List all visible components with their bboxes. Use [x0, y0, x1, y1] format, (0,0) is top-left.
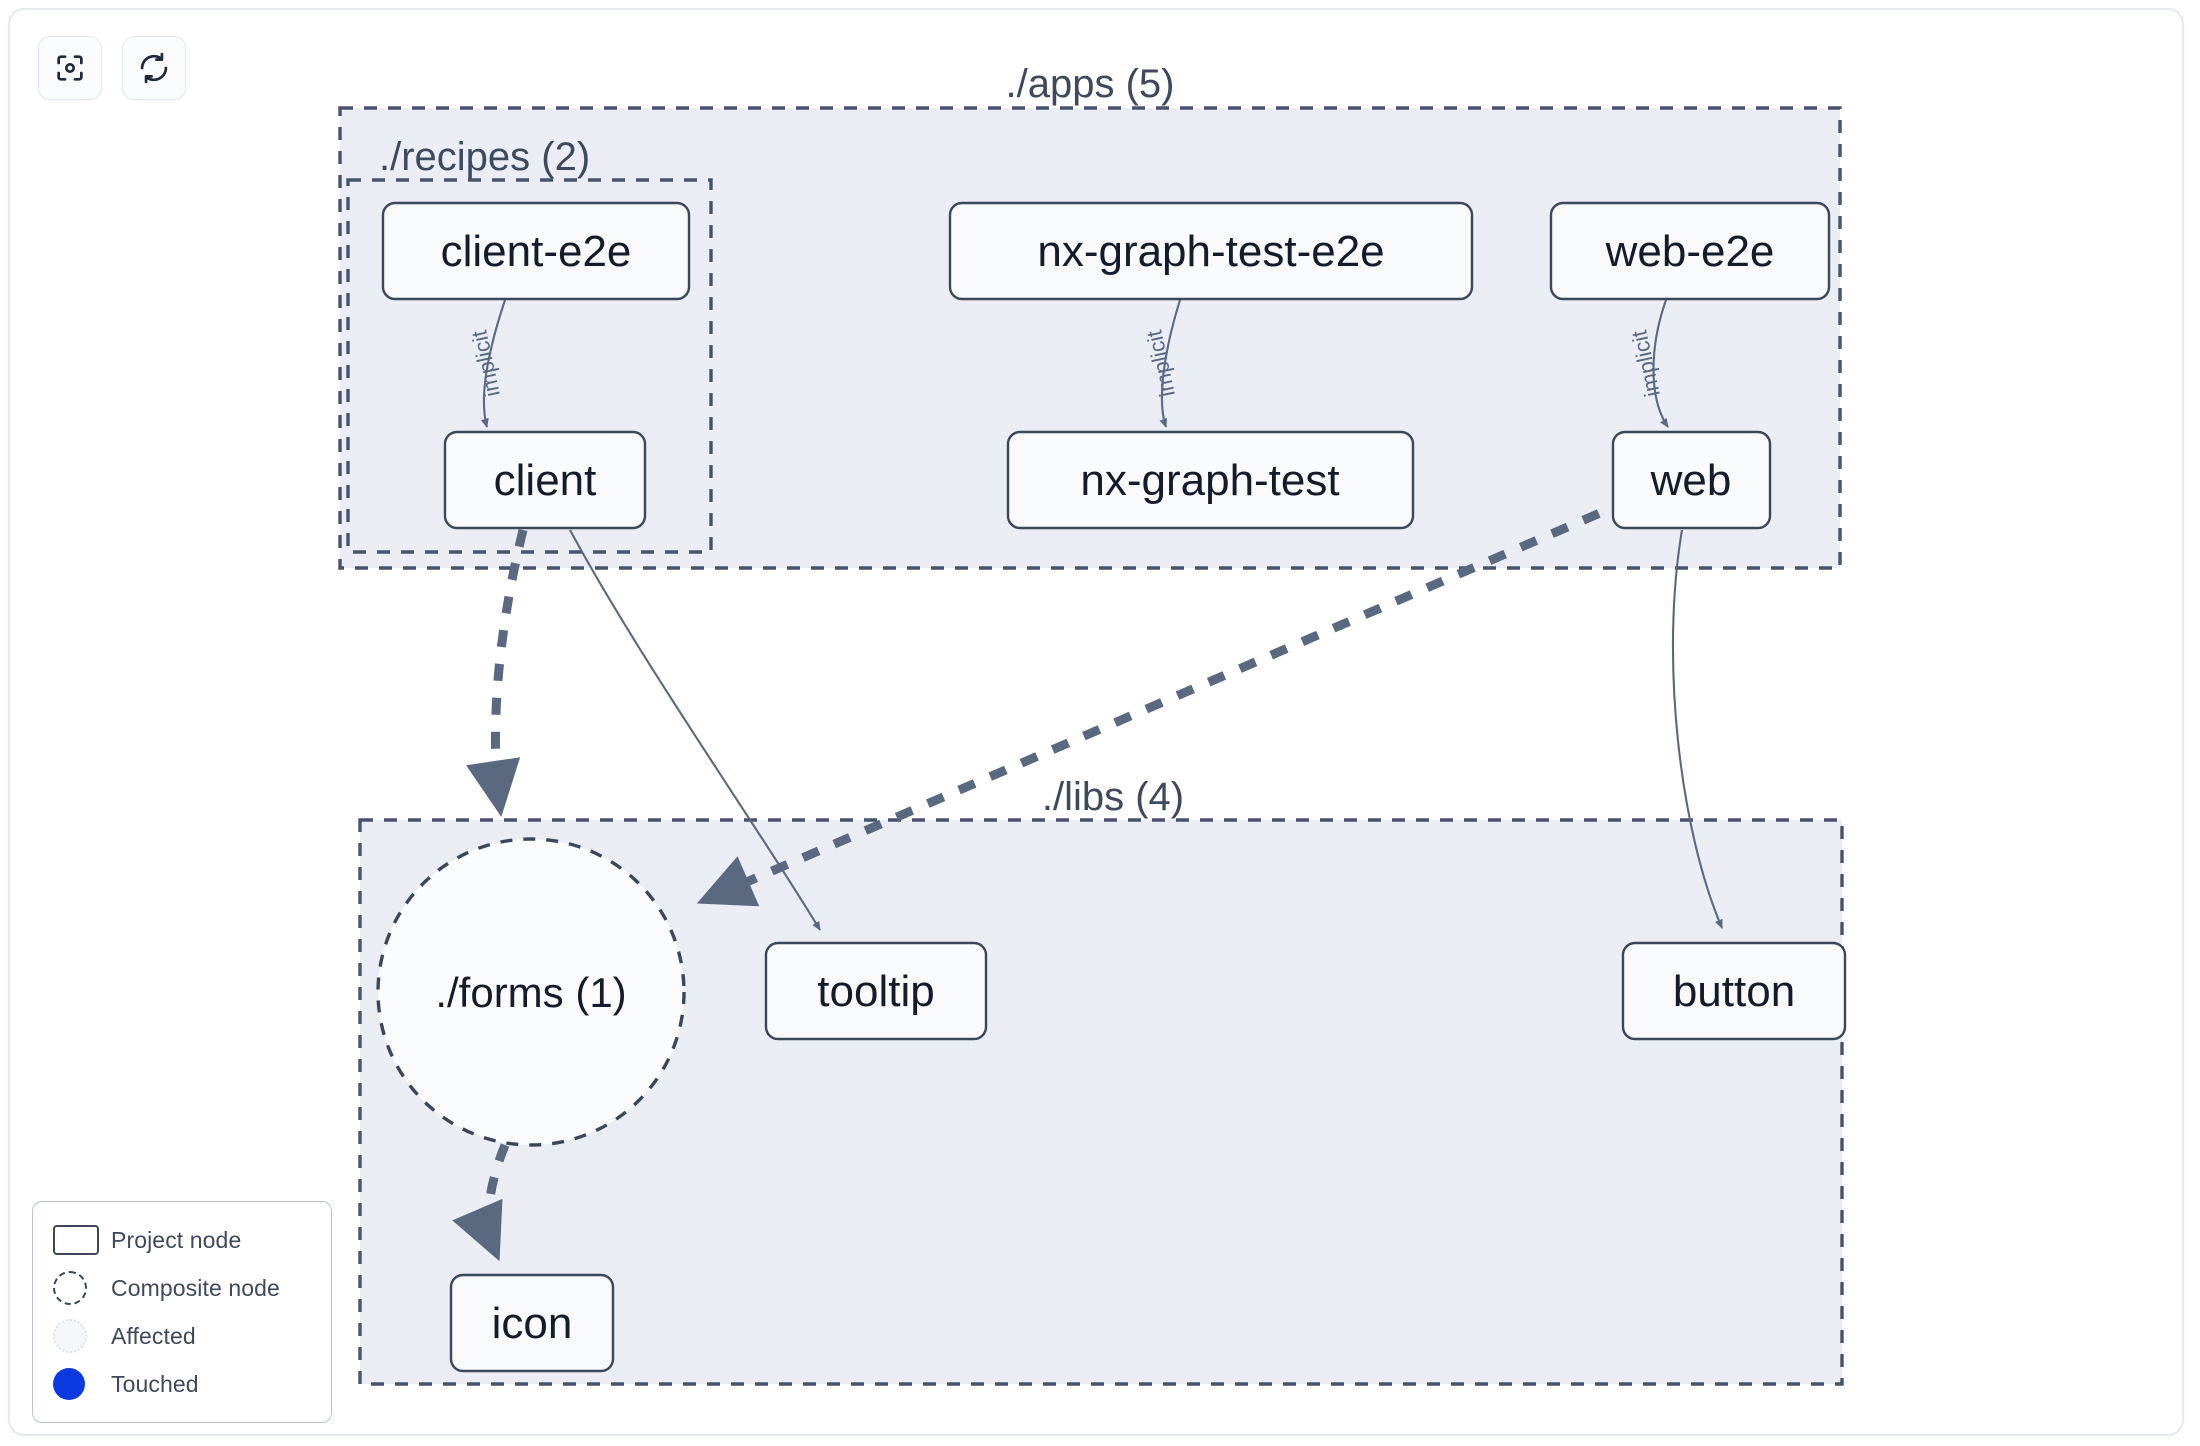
- node-label: ./forms (1): [435, 969, 626, 1016]
- node-label: client-e2e: [441, 227, 632, 276]
- edge-path: [1671, 529, 1723, 929]
- node-label: icon: [492, 1299, 573, 1348]
- node-label: client: [494, 456, 597, 505]
- edge-forms-to-icon[interactable]: [452, 1143, 510, 1262]
- node-box[interactable]: [381, 201, 691, 301]
- node-label: tooltip: [817, 967, 934, 1016]
- touched-swatch: [53, 1368, 111, 1400]
- node-box[interactable]: [443, 430, 647, 530]
- legend-item-composite-node: Composite node: [53, 1264, 313, 1312]
- node-label: web-e2e: [1605, 227, 1775, 276]
- node-label: web: [1650, 456, 1732, 505]
- affected-swatch: [53, 1319, 111, 1353]
- legend-item-affected: Affected: [53, 1312, 313, 1360]
- node-web-e2e[interactable]: web-e2e: [1549, 201, 1831, 301]
- node-web[interactable]: web: [1611, 430, 1772, 530]
- legend-label-affected: Affected: [111, 1322, 196, 1349]
- graph-legend: Project node Composite node Affected Tou…: [32, 1201, 332, 1423]
- legend-item-touched: Touched: [53, 1360, 313, 1408]
- edge-path: [1652, 299, 1669, 428]
- edge-path: [466, 528, 528, 817]
- legend-label-project-node: Project node: [111, 1226, 242, 1253]
- node-button[interactable]: button: [1621, 941, 1847, 1041]
- focus-target-icon: [53, 51, 87, 85]
- node-nx-graph-test[interactable]: nx-graph-test: [1006, 430, 1415, 530]
- node-box[interactable]: [764, 941, 988, 1041]
- node-client[interactable]: client: [443, 430, 647, 530]
- group-apps-label: ./apps (5): [1006, 62, 1175, 106]
- legend-item-project-node: Project node: [53, 1216, 313, 1264]
- node-forms-composite[interactable]: ./forms (1): [376, 837, 686, 1147]
- composite-node-circle[interactable]: [376, 837, 686, 1147]
- refresh-icon: [137, 51, 171, 85]
- edge-client-to-tooltip[interactable]: [569, 529, 821, 931]
- node-box[interactable]: [1549, 201, 1831, 301]
- node-nx-graph-test-e2e[interactable]: nx-graph-test-e2e: [948, 201, 1474, 301]
- group-recipes-label: ./recipes (2): [379, 135, 590, 179]
- refresh-graph-button[interactable]: [122, 36, 186, 100]
- focus-graph-button[interactable]: [38, 36, 102, 100]
- node-label: button: [1673, 967, 1795, 1016]
- edge-path: [480, 299, 506, 428]
- node-box[interactable]: [1006, 430, 1415, 530]
- legend-label-touched: Touched: [111, 1370, 199, 1397]
- group-libs-label: ./libs (4): [1042, 775, 1184, 819]
- project-node-swatch: [53, 1225, 111, 1255]
- node-label: nx-graph-test: [1080, 456, 1339, 505]
- graph-toolbar: [38, 36, 186, 100]
- node-box[interactable]: [1621, 941, 1847, 1041]
- composite-node-swatch: [53, 1271, 111, 1305]
- node-label: nx-graph-test-e2e: [1037, 227, 1384, 276]
- node-box[interactable]: [1611, 430, 1772, 530]
- edge-path: [569, 529, 821, 931]
- node-box[interactable]: [948, 201, 1474, 301]
- edge-path: [452, 1143, 510, 1262]
- node-client-e2e[interactable]: client-e2e: [381, 201, 691, 301]
- legend-label-composite-node: Composite node: [111, 1274, 280, 1301]
- edge-path: [1159, 299, 1182, 428]
- edge-web-to-button[interactable]: [1671, 529, 1723, 929]
- node-tooltip[interactable]: tooltip: [764, 941, 988, 1041]
- node-icon[interactable]: icon: [449, 1273, 615, 1373]
- edge-client-to-forms[interactable]: [466, 528, 528, 817]
- node-box[interactable]: [449, 1273, 615, 1373]
